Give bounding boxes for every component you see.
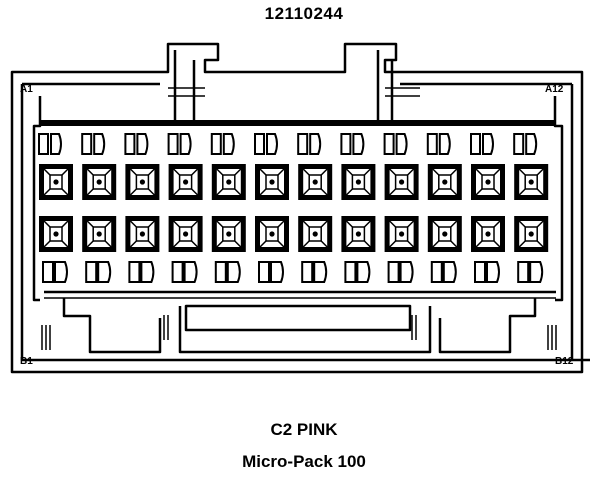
- cavity-a: [471, 164, 505, 200]
- pin-label-a12: A12: [545, 84, 564, 95]
- latch-window-a: [513, 133, 538, 155]
- latch-window-b: [430, 261, 457, 283]
- latch-window-a: [297, 133, 322, 155]
- latch-window-b: [171, 261, 198, 283]
- latch-window-a: [167, 133, 192, 155]
- cavity-a: [255, 164, 289, 200]
- connector-family: Micro-Pack 100: [242, 452, 366, 471]
- cavity-a: [384, 164, 419, 200]
- latch-window-a: [38, 133, 62, 155]
- latch-window-a: [340, 133, 365, 155]
- cavity-b: [471, 216, 505, 252]
- connector-name: C2 PINK: [270, 420, 338, 439]
- cavity-grid: [38, 133, 549, 283]
- cavity-b: [384, 216, 419, 252]
- latch-window-a: [210, 133, 235, 155]
- cavity-a: [427, 164, 462, 200]
- cavity-b: [125, 216, 160, 252]
- latch-window-b: [301, 261, 328, 283]
- latch-window-b: [85, 261, 112, 283]
- latch-window-b: [128, 261, 155, 283]
- latch-window-b: [474, 261, 500, 283]
- connector-diagram: A1 A12 B1 B12: [10, 42, 590, 374]
- latch-window-b: [517, 261, 544, 283]
- latch-window-b: [258, 261, 284, 283]
- cavity-a: [39, 164, 73, 200]
- cavity-b: [427, 216, 462, 252]
- cavity-a: [514, 164, 549, 200]
- cavity-b: [514, 216, 549, 252]
- latch-window-a: [426, 133, 451, 155]
- pin-label-b12: B12: [555, 356, 574, 367]
- pin-label-a1: A1: [20, 84, 33, 95]
- cavity-b: [39, 216, 73, 252]
- cavity-a: [211, 164, 246, 200]
- cavity-a: [125, 164, 160, 200]
- cavity-a: [168, 164, 203, 200]
- latch-window-b: [42, 261, 68, 283]
- cavity-b: [168, 216, 203, 252]
- latch-window-a: [470, 133, 494, 155]
- cavity-b: [255, 216, 289, 252]
- cavity-b: [341, 216, 376, 252]
- latch-window-a: [254, 133, 278, 155]
- latch-window-a: [383, 133, 408, 155]
- cavity-b: [211, 216, 246, 252]
- cavity-a: [341, 164, 376, 200]
- cavity-a: [298, 164, 333, 200]
- latch-window-b: [344, 261, 371, 283]
- cavity-b: [298, 216, 333, 252]
- latch-window-a: [81, 133, 106, 155]
- part-number: 12110244: [264, 4, 344, 23]
- latch-window-b: [214, 261, 241, 283]
- cavity-a: [82, 164, 117, 200]
- latch-window-b: [387, 261, 414, 283]
- latch-window-a: [124, 133, 149, 155]
- cavity-b: [82, 216, 117, 252]
- pin-label-b1: B1: [20, 356, 33, 367]
